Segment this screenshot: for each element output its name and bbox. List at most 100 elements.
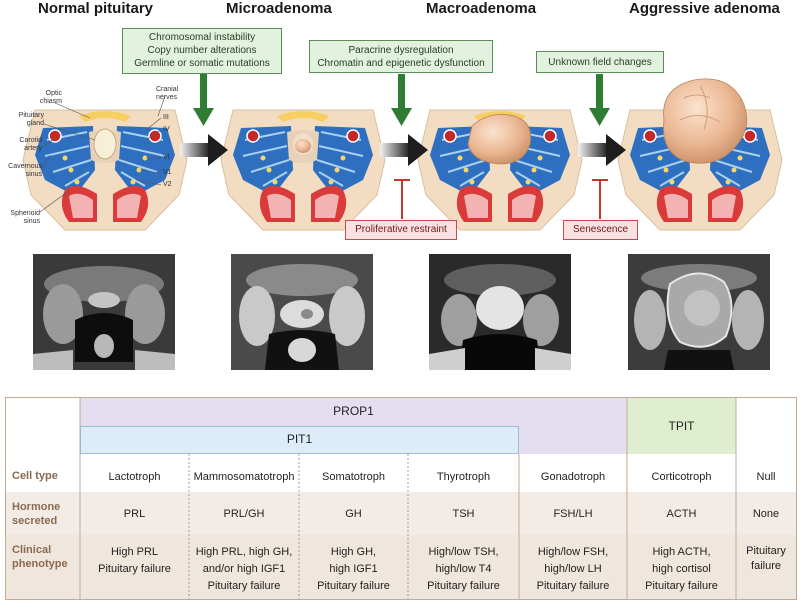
phenotype-thyro-l2: high/low T4 [435,563,492,575]
label-cranial-l2: nerves [156,94,178,101]
phenotype-gonado-l2: high/low LH [544,563,602,575]
hormone-gonadotroph: FSH/LH [553,508,593,520]
restraint-proliferative: Proliferative restraint [345,220,457,240]
stripe-clinical [6,535,796,599]
label-nerve-VI: VI [163,154,170,161]
label-pituitary-l1: Pituitary [18,112,44,119]
driver-3-line-1: Unknown field changes [548,57,652,68]
anatomy-aggressive [617,78,783,231]
phenotype-mammosomatotroph: High PRL, high GH, and/or high IGF1 Pitu… [189,544,299,595]
hormone-lactotroph: PRL [123,508,146,520]
phenotype-somato-l2: high IGF1 [329,563,378,575]
label-pituitary-l2: gland [26,120,44,127]
mri-micro [231,254,373,370]
restraint-senescence: Senescence [563,220,638,240]
hormone-somatotroph: GH [345,508,362,520]
phenotype-null-l1: Pituitary [746,545,786,557]
driver-arrow-2 [391,74,412,126]
table-grid [79,398,737,599]
rowhead-hormone: Hormone secreted [12,500,60,528]
label-carotid-l1: Carotid [19,137,42,144]
phenotype-somatotroph: High GH, high IGF1 Pituitary failure [299,544,408,595]
phenotype-lactotroph-l1: High PRL [110,546,159,558]
driver-box-2: Paracrine dysregulation Chromatin and ep… [309,40,493,73]
rowhead-hormone-l2: secreted [12,515,58,527]
stage-title-normal: Normal pituitary [38,0,154,17]
phenotype-mammo-l2: and/or high IGF1 [202,563,286,575]
progression-arrow-1 [180,134,228,166]
prop1-label: PROP1 [333,404,374,418]
hormone-null: None [752,508,780,520]
phenotype-mammo-l3: Pituitary failure [207,580,281,592]
phenotype-mammo-l1: High PRL, high GH, [195,546,293,558]
rowhead-clinical-l1: Clinical [12,544,52,556]
driver-arrow-3 [589,74,610,126]
tpit-band [627,398,736,454]
cell-type-thyrotroph: Thyrotroph [436,471,491,483]
progression-arrow-2 [380,134,428,166]
driver-1-line-3: Germline or somatic mutations [134,58,270,69]
label-sphenoid-sinus: Sphenoid sinus [8,210,40,226]
hormone-corticotroph: ACTH [666,508,697,520]
stage-title-aggressive: Aggressive adenoma [629,0,780,17]
driver-2-line-1: Paracrine dysregulation [348,45,454,56]
cell-type-lactotroph: Lactotroph [108,471,161,483]
stage-title-macro: Macroadenoma [426,0,537,17]
label-nerve-III: III [163,114,169,121]
label-cavernous-l1: Cavernous [8,163,42,170]
phenotype-thyro-l1: High/low TSH, [428,546,499,558]
pit1-band [80,426,519,454]
hormone-mammosomatotroph: PRL/GH [223,508,265,520]
phenotype-null-l2: failure [751,560,781,572]
label-carotid-artery: Carotid artery [12,137,42,153]
phenotype-gonado-l1: High/low FSH, [537,546,609,558]
cell-type-corticotroph: Corticotroph [651,471,712,483]
driver-1-line-2: Copy number alterations [147,45,257,56]
label-cavernous-l2: sinus [25,171,42,178]
label-nerve-V2: V2 [163,181,172,188]
stage-title-micro: Microadenoma [226,0,332,17]
phenotype-somato-l3: Pituitary failure [317,580,390,592]
label-cavernous-sinus: Cavernous sinus [2,163,42,179]
phenotype-gonadotroph: High/low FSH, high/low LH Pituitary fail… [519,544,627,595]
mri-aggressive [628,254,770,370]
anatomy-leaders [39,95,166,213]
rowhead-clinical: Clinical phenotype [12,543,68,571]
cell-type-somatotroph: Somatotroph [322,471,385,483]
progression-arrow-3 [578,134,626,166]
phenotype-lactotroph-l2: Pituitary failure [98,563,171,575]
anatomy-macro [417,109,583,231]
driver-box-1: Chromosomal instability Copy number alte… [122,28,282,74]
stripe-hormone [6,492,796,535]
driver-box-3: Unknown field changes [536,51,664,73]
inhibitor-2 [592,179,608,219]
driver-1-line-1: Chromosomal instability [148,32,256,43]
mri-macro [429,254,571,370]
phenotype-lactotroph: High PRL Pituitary failure [80,544,189,578]
rowhead-clinical-l2: phenotype [12,558,68,570]
rowhead-hormone-l1: Hormone [12,501,61,513]
inhibitor-1 [394,179,410,219]
phenotype-thyrotroph: High/low TSH, high/low T4 Pituitary fail… [408,544,519,595]
label-optic-chiasm: Optic chiasm [38,90,62,106]
label-nerve-V1: V1 [163,169,172,176]
cell-type-null: Null [756,471,776,483]
rowhead-cell-type: Cell type [12,470,58,482]
tpit-label: TPIT [668,419,695,433]
label-carotid-l2: artery [24,145,42,152]
phenotype-cortico-l3: Pituitary failure [645,580,718,592]
anatomy-micro [220,109,386,231]
label-nerve-IV: IV [163,126,170,133]
driver-2-line-2: Chromatin and epigenetic dysfunction [317,58,485,69]
label-sphenoid-l2: sinus [23,218,40,225]
phenotype-gonado-l3: Pituitary failure [536,580,610,592]
label-optic-chiasm-l2: chiasm [39,98,62,105]
lineage-table: PROP1 PIT1 TPIT Cell type Hormone secret… [5,397,797,600]
phenotype-corticotroph: High ACTH, high cortisol Pituitary failu… [627,544,736,595]
mri-normal [33,254,175,370]
progression-diagram [22,74,783,231]
label-pituitary-gland: Pituitary gland [12,112,44,128]
phenotype-cortico-l1: High ACTH, [652,546,711,558]
phenotype-cortico-l2: high cortisol [652,563,711,575]
cell-type-gonadotroph: Gonadotroph [540,471,606,483]
